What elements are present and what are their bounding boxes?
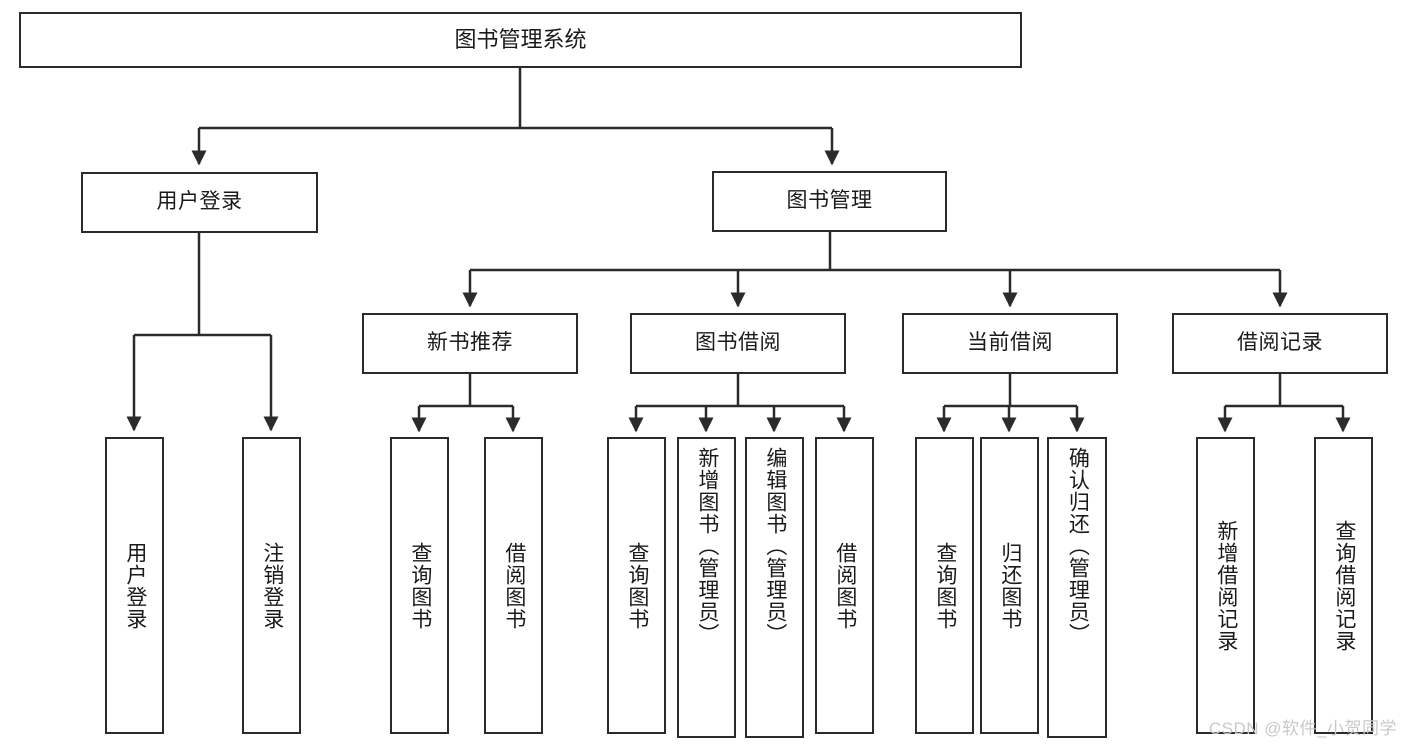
node-user-login-label: 用户登录: [156, 190, 243, 214]
node-leaf-edit-book[interactable]: 编辑图书（管理员）: [745, 437, 804, 738]
node-leaf-query-book-3-label: 查询图书: [933, 541, 957, 630]
node-leaf-add-book-label: 新增图书（管理员）: [695, 447, 719, 645]
node-leaf-return-book[interactable]: 归还图书: [980, 437, 1039, 734]
node-leaf-borrow-book-1[interactable]: 借阅图书: [484, 437, 543, 734]
node-leaf-user-logout[interactable]: 注销登录: [242, 437, 301, 734]
node-leaf-query-book-3[interactable]: 查询图书: [915, 437, 974, 734]
node-leaf-query-book-1[interactable]: 查询图书: [390, 437, 449, 734]
node-book-borrow-label: 图书借阅: [695, 331, 781, 355]
node-root[interactable]: 图书管理系统: [19, 12, 1022, 68]
node-book-manage-label: 图书管理: [786, 189, 873, 213]
node-leaf-query-record[interactable]: 查询借阅记录: [1314, 437, 1373, 734]
node-leaf-query-book-2[interactable]: 查询图书: [607, 437, 666, 734]
node-root-label: 图书管理系统: [454, 27, 587, 53]
node-new-book-rec-label: 新书推荐: [427, 331, 513, 355]
node-borrow-record-label: 借阅记录: [1237, 331, 1323, 355]
node-leaf-add-book[interactable]: 新增图书（管理员）: [677, 437, 736, 738]
node-leaf-borrow-book-2[interactable]: 借阅图书: [815, 437, 874, 734]
node-current-borrow-label: 当前借阅: [967, 331, 1053, 355]
node-leaf-query-book-2-label: 查询图书: [625, 541, 649, 630]
node-leaf-user-logout-label: 注销登录: [260, 541, 284, 630]
node-new-book-rec[interactable]: 新书推荐: [362, 313, 578, 374]
node-leaf-query-book-1-label: 查询图书: [408, 541, 432, 630]
node-user-login[interactable]: 用户登录: [81, 172, 318, 233]
node-current-borrow[interactable]: 当前借阅: [902, 313, 1118, 374]
node-leaf-user-login[interactable]: 用户登录: [105, 437, 164, 734]
node-leaf-user-login-label: 用户登录: [123, 541, 147, 630]
node-leaf-return-book-label: 归还图书: [998, 541, 1022, 630]
node-leaf-query-record-label: 查询借阅记录: [1332, 519, 1356, 652]
node-book-borrow[interactable]: 图书借阅: [630, 313, 846, 374]
csdn-watermark: CSDN @软件_小贺同学: [1208, 719, 1397, 738]
node-leaf-edit-book-label: 编辑图书（管理员）: [763, 447, 787, 645]
node-leaf-borrow-book-2-label: 借阅图书: [833, 541, 857, 630]
node-leaf-confirm-return[interactable]: 确认归还（管理员）: [1047, 437, 1107, 738]
node-leaf-add-record-label: 新增借阅记录: [1214, 519, 1238, 652]
node-leaf-confirm-return-label: 确认归还（管理员）: [1066, 447, 1090, 645]
node-leaf-borrow-book-1-label: 借阅图书: [502, 541, 526, 630]
node-leaf-add-record[interactable]: 新增借阅记录: [1196, 437, 1255, 734]
node-book-manage[interactable]: 图书管理: [712, 171, 947, 232]
node-borrow-record[interactable]: 借阅记录: [1172, 313, 1388, 374]
